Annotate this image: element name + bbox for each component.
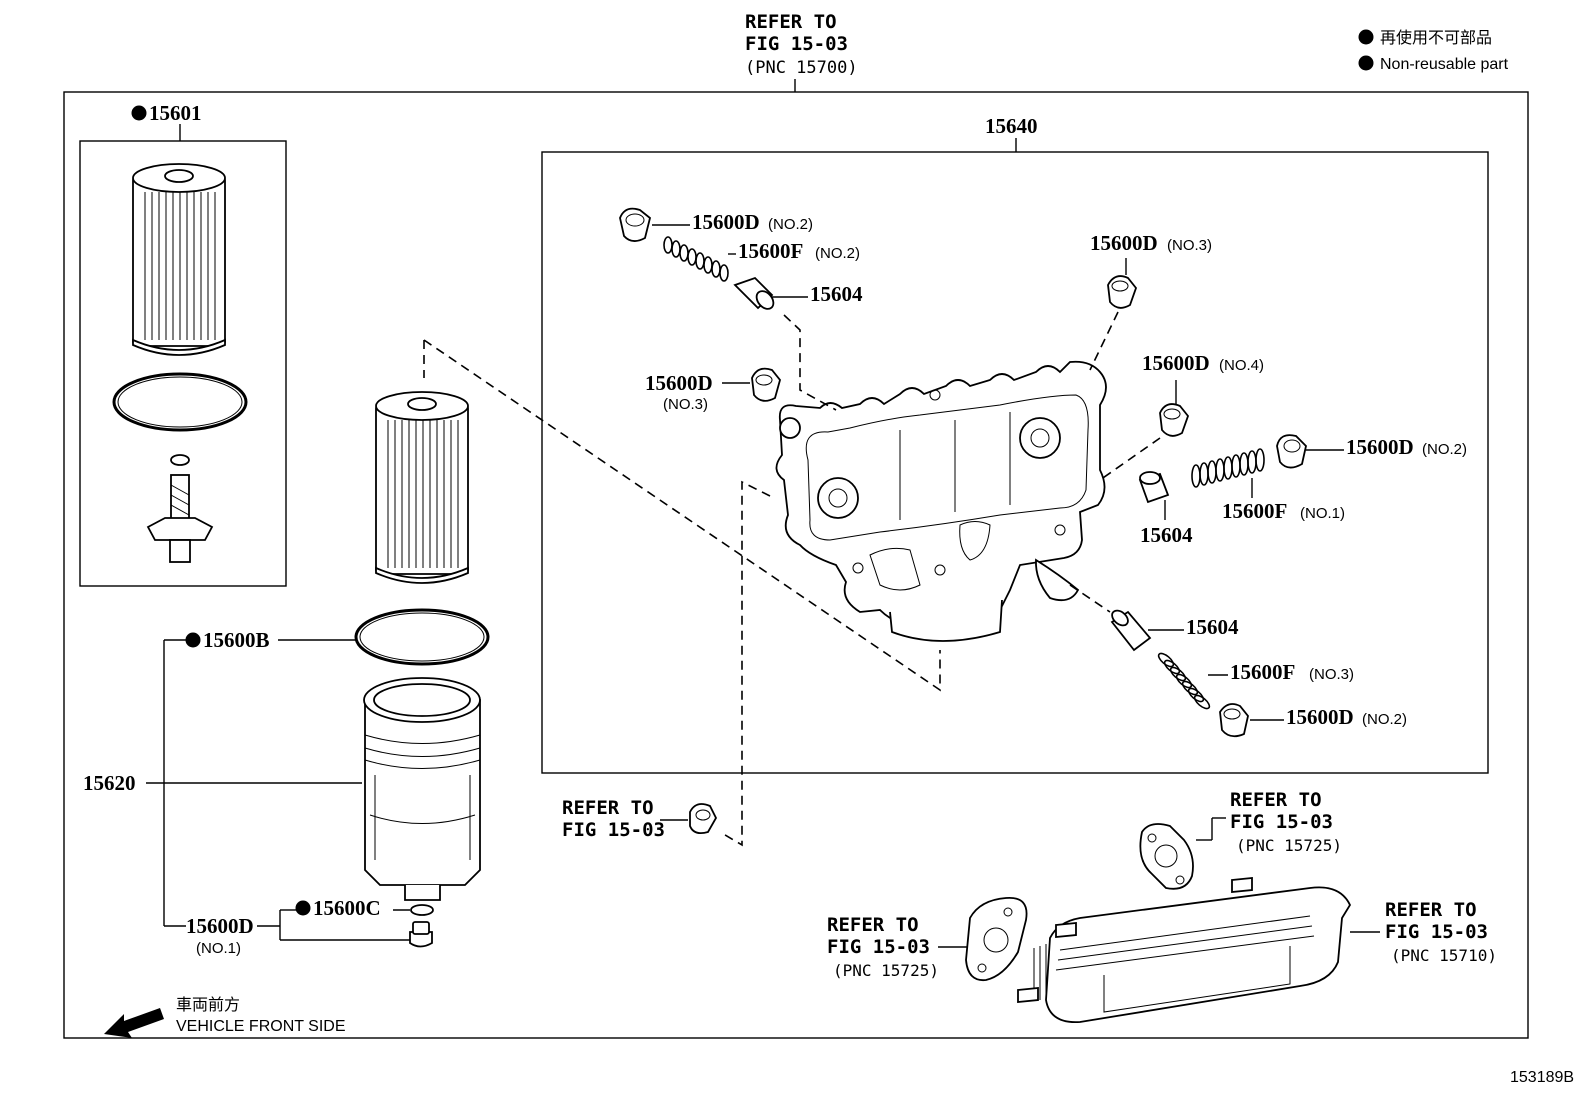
arrow-left-icon: [104, 1008, 164, 1038]
o-ring-15600c-icon: [410, 904, 434, 916]
label-15600c: 15600C: [313, 896, 381, 920]
label-15600f-b: 15600F: [1222, 499, 1287, 523]
spring-15600f-no2-icon: [663, 236, 729, 282]
gasket-upper-icon: [1139, 823, 1194, 890]
label-no2-d: (NO.2): [1362, 711, 1407, 728]
ref-cooler: REFER TO FIG 15-03 (PNC 15710): [1350, 899, 1497, 965]
drain-plug-icon: [146, 474, 214, 563]
valve-15604-b-icon: [1138, 471, 1170, 504]
non-reusable-dot-icon: [1358, 29, 1374, 45]
ref-gasket-upper: REFER TO FIG 15-03 (PNC 15725): [1196, 789, 1342, 855]
figure-id: 153189B: [1510, 1069, 1574, 1086]
ref-gasket-upper-line3: (PNC 15725): [1236, 836, 1342, 855]
label-no1-b: (NO.1): [1300, 505, 1345, 522]
plug-15600d-no2-c-icon: [1219, 703, 1249, 738]
ref-cooler-line1: REFER TO: [1385, 899, 1477, 921]
o-ring-large-icon: [112, 372, 248, 432]
label-15600d-d: 15600D: [1142, 351, 1210, 375]
label-15604-a: 15604: [810, 282, 863, 306]
plug-15600d-no2-a-icon: [619, 207, 652, 242]
label-15600d-b: 15600D: [645, 371, 713, 395]
filter-element-loose-icon: [375, 391, 469, 584]
o-ring-small-icon: [170, 454, 190, 466]
non-reusable-dot-icon: [185, 632, 201, 648]
label-no4: (NO.4): [1219, 357, 1264, 374]
oil-cooler-icon: [1017, 877, 1352, 1023]
kit-box: [79, 140, 287, 587]
gasket-lower-icon: [965, 897, 1028, 982]
filter-element-icon: [132, 163, 226, 356]
ref-cooler-line2: FIG 15-03: [1385, 921, 1488, 943]
group-box: [541, 151, 1489, 774]
ref-top-line2: FIG 15-03: [745, 33, 848, 55]
label-15600d-e: 15600D: [1346, 435, 1414, 459]
plug-15600d-no2-b-icon: [1276, 434, 1307, 469]
plug-15600d-no4-icon: [1159, 403, 1190, 437]
ref-gasket-lower: REFER TO FIG 15-03 (PNC 15725): [827, 914, 968, 980]
direction-ja: 車両前方: [176, 996, 240, 1014]
drain-plug-15600d-icon: [409, 921, 433, 948]
label-15600b: 15600B: [203, 628, 270, 652]
label-15600d-no1: 15600D: [186, 914, 254, 938]
ref-top-line1: REFER TO: [745, 11, 837, 33]
ref-bolt-line2: FIG 15-03: [562, 819, 665, 841]
non-reusable-dot-icon: [131, 105, 147, 121]
bolt-icon: [689, 803, 718, 835]
valve-15604-a-icon: [733, 276, 775, 310]
label-15600f-c: 15600F: [1230, 660, 1295, 684]
label-15601: 15601: [149, 101, 202, 125]
label-15604-b: 15604: [1140, 523, 1193, 547]
outer-frame: [63, 91, 1529, 1039]
vehicle-front-indicator: 車両前方 VEHICLE FRONT SIDE: [104, 996, 346, 1038]
label-15600d-c: 15600D: [1090, 231, 1158, 255]
valve-15604-c-icon: [1110, 609, 1152, 652]
non-reusable-dot-icon: [295, 900, 311, 916]
ref-gasket-upper-line2: FIG 15-03: [1230, 811, 1333, 833]
ref-gasket-lower-line3: (PNC 15725): [833, 961, 939, 980]
label-no2-b: (NO.2): [815, 245, 860, 262]
label-15620: 15620: [83, 771, 136, 795]
direction-en: VEHICLE FRONT SIDE: [176, 1018, 346, 1035]
label-15640: 15640: [985, 114, 1038, 138]
label-no3-a: (NO.3): [663, 396, 708, 413]
non-reusable-dot-icon: [1358, 55, 1374, 71]
ref-cooler-line3: (PNC 15710): [1391, 946, 1497, 965]
plug-15600d-no3-b-icon: [1107, 275, 1138, 309]
label-no3-c: (NO.3): [1309, 666, 1354, 683]
label-15600f-a: 15600F: [738, 239, 803, 263]
ref-bolt-line1: REFER TO: [562, 797, 654, 819]
ref-top: REFER TO FIG 15-03 (PNC 15700): [745, 11, 858, 92]
oil-filter-bracket-group: 15640 15600D (NO.2): [541, 114, 1489, 774]
label-no3-b: (NO.3): [1167, 237, 1212, 254]
ref-top-line3: (PNC 15700): [745, 58, 858, 78]
legend-ja: 再使用不可部品: [1380, 29, 1492, 47]
spring-15600f-no3-icon: [1157, 652, 1211, 710]
filter-element-kit: 15601: [79, 101, 287, 587]
label-15600d-a: 15600D: [692, 210, 760, 234]
ref-gasket-lower-line2: FIG 15-03: [827, 936, 930, 958]
legend-en: Non-reusable part: [1380, 56, 1509, 73]
ref-gasket-upper-line1: REFER TO: [1230, 789, 1322, 811]
plug-15600d-no3-a-icon: [751, 367, 781, 402]
label-15600d-f: 15600D: [1286, 705, 1354, 729]
label-no2-a: (NO.2): [768, 216, 813, 233]
legend: 再使用不可部品 Non-reusable part: [1358, 29, 1509, 73]
spring-15600f-no1-icon: [1191, 448, 1265, 488]
ref-bolt: REFER TO FIG 15-03: [562, 797, 718, 841]
label-no1-a: (NO.1): [196, 940, 241, 957]
label-no2-c: (NO.2): [1422, 441, 1467, 458]
ref-gasket-lower-line1: REFER TO: [827, 914, 919, 936]
label-15604-c: 15604: [1186, 615, 1239, 639]
filter-cap-icon: [363, 677, 481, 901]
filter-bracket-icon: [775, 360, 1107, 642]
o-ring-15600b-icon: [354, 608, 490, 666]
